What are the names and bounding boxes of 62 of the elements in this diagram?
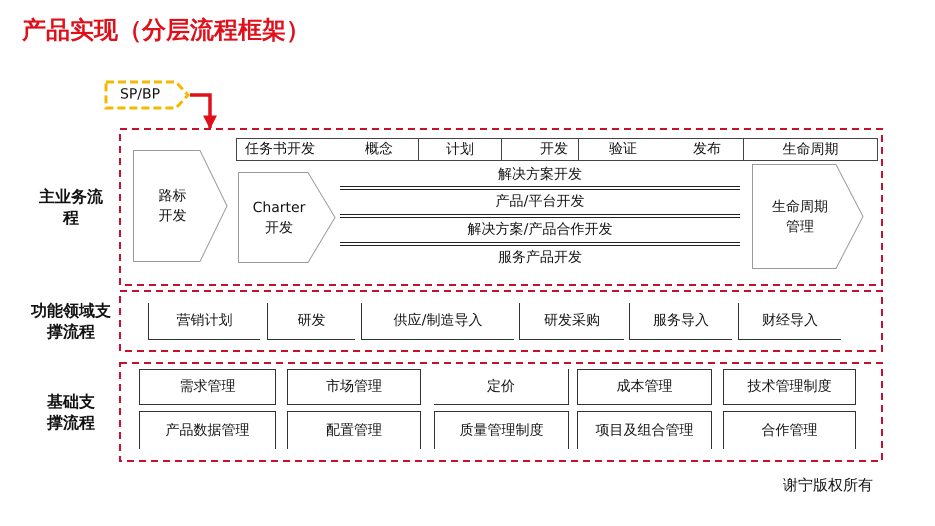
process-label: 开发 — [540, 141, 568, 158]
process-label: 产品/平台开发 — [494, 194, 586, 210]
process-label: 供应/制造导入 — [392, 312, 484, 330]
process-box — [287, 411, 421, 449]
process-box — [148, 303, 260, 340]
process-chevron — [133, 150, 228, 262]
process-label: 生命周期 — [782, 141, 840, 158]
process-label: 研发 — [296, 312, 326, 330]
copyright-note: 谢宁版权所有 — [783, 476, 873, 495]
process-label: 质量管理制度 — [458, 422, 544, 439]
process-label: 定价 — [486, 378, 516, 395]
process-label: 路标开发 — [158, 187, 188, 226]
process-label: 任务书开发 — [245, 141, 315, 158]
process-label: 市场管理 — [325, 378, 383, 396]
process-label: 合作管理 — [760, 422, 818, 439]
process-box — [434, 411, 569, 449]
process-box — [361, 303, 514, 340]
process-label: 服务导入 — [652, 312, 710, 330]
process-box — [139, 411, 276, 449]
process-label: 解决方案/产品合作开发 — [466, 222, 614, 238]
process-box — [738, 303, 841, 340]
stage-cell — [236, 138, 419, 161]
process-chevron — [238, 172, 336, 263]
process-box — [519, 303, 624, 340]
process-box — [577, 411, 712, 449]
process-label: 服务产品开发 — [497, 250, 583, 266]
band-heading: 主业务流程 — [38, 186, 104, 228]
process-box — [629, 303, 732, 340]
process-box — [287, 369, 421, 405]
process-box — [139, 369, 276, 405]
page-title: 产品实现（分层流程框架） — [22, 15, 310, 46]
process-label: 营销计划 — [176, 312, 234, 330]
process-label: 概念 — [365, 141, 393, 158]
process-label: 解决方案开发 — [497, 166, 583, 183]
process-box — [267, 303, 355, 340]
process-label: SP/BP — [118, 86, 162, 104]
stage-cell — [579, 138, 744, 161]
process-box — [434, 369, 569, 405]
pentagon-tag — [104, 80, 190, 110]
band-heading: 基础支撑流程 — [46, 391, 96, 433]
process-label: 需求管理 — [178, 378, 236, 396]
process-label: 研发采购 — [543, 312, 601, 330]
process-label: 计划 — [445, 141, 475, 158]
process-label: 验证 — [609, 141, 637, 158]
process-label: 技术管理制度 — [746, 378, 832, 396]
stage-cell — [744, 138, 878, 161]
band-heading: 功能领域支撑流程 — [30, 300, 112, 342]
process-box — [723, 369, 856, 405]
process-box — [723, 411, 856, 449]
process-label: 财经导入 — [761, 312, 819, 330]
process-label: 发布 — [693, 141, 721, 158]
stage-cell — [419, 138, 502, 161]
process-label: 成本管理 — [616, 378, 674, 396]
stage-cell — [502, 138, 579, 161]
process-label: 配置管理 — [325, 422, 383, 439]
process-label: 项目及组合管理 — [594, 422, 694, 439]
process-label: Charter 开发 — [252, 198, 306, 238]
arrow — [190, 93, 217, 130]
process-label: 生命周期管理 — [771, 198, 829, 236]
process-chevron — [752, 164, 864, 269]
process-box — [577, 369, 712, 405]
process-label: 产品数据管理 — [164, 422, 250, 439]
